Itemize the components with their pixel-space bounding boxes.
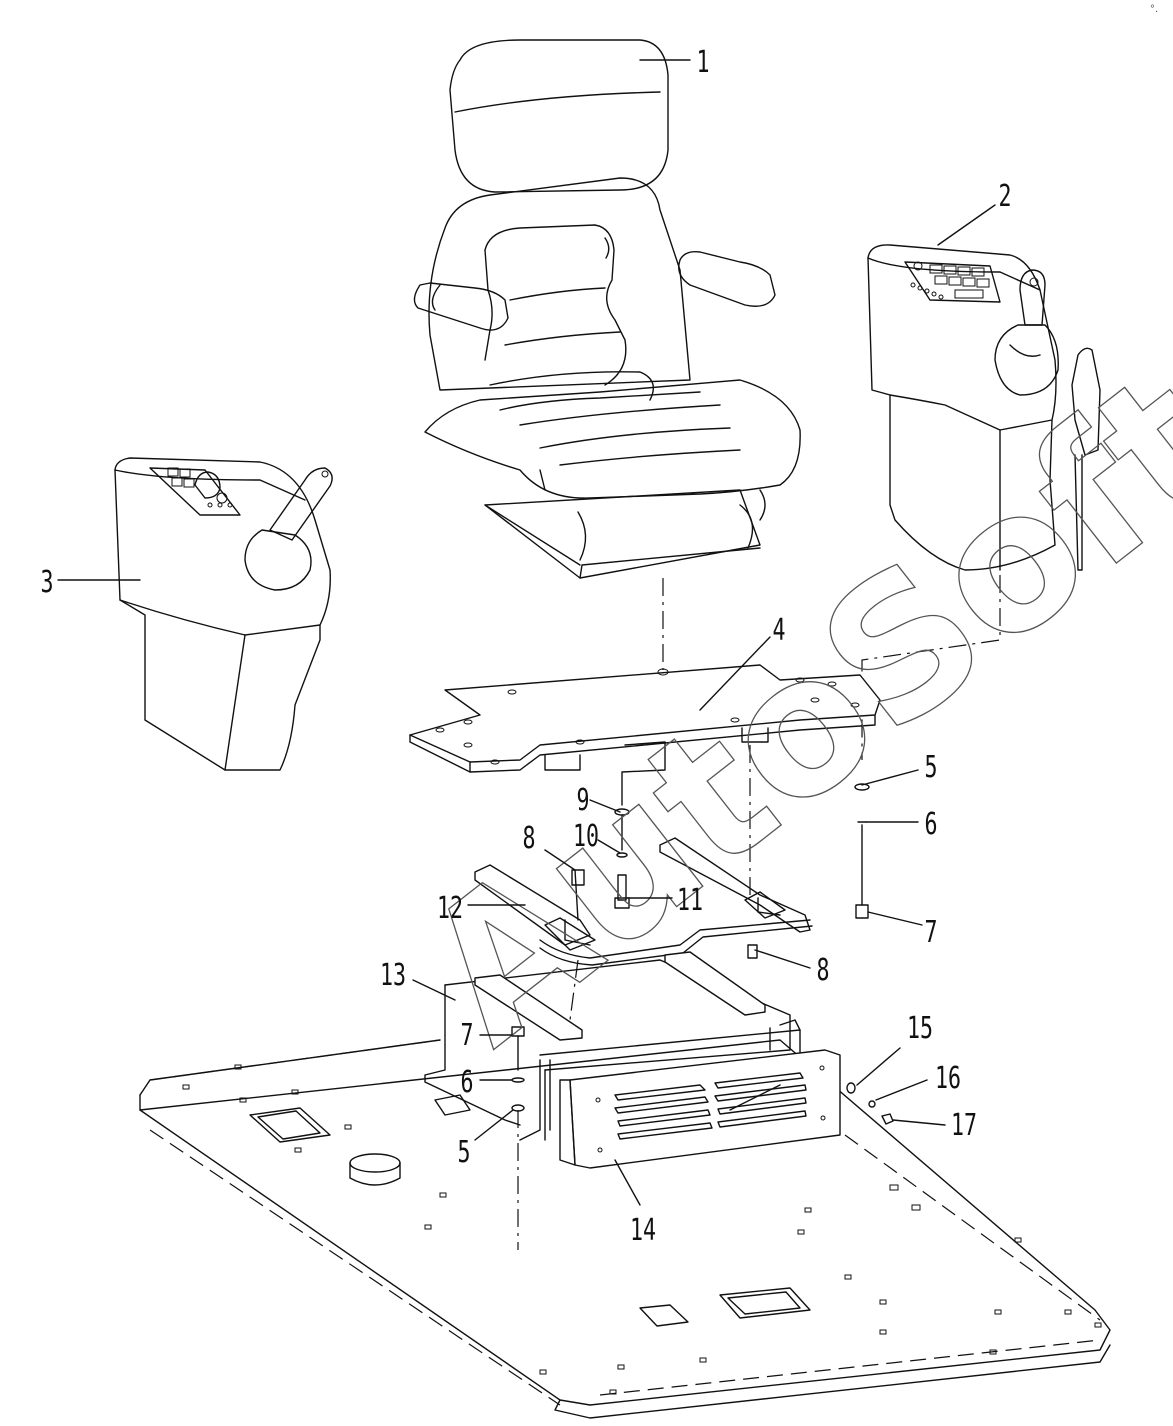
callout-6-left: 6 (461, 1066, 474, 1100)
seat-slide-rails (474, 837, 813, 1021)
callout-15: 15 (907, 1012, 933, 1046)
corner-mark: °. (1150, 4, 1158, 15)
fasteners-right (854, 783, 870, 919)
callout-3: 3 (41, 566, 54, 600)
left-control-console (114, 457, 333, 771)
callout-8-left: 8 (523, 822, 536, 856)
callout-7-left: 7 (461, 1019, 474, 1053)
callout-9: 9 (577, 784, 590, 818)
callout-12: 12 (437, 892, 463, 926)
grille-fasteners (846, 1082, 894, 1125)
callout-13: 13 (380, 959, 406, 993)
callout-5-left: 5 (458, 1136, 471, 1170)
callout-17: 17 (951, 1109, 977, 1143)
callout-5-right: 5 (925, 751, 938, 785)
mounting-plate (409, 664, 881, 806)
floor-plate (139, 1039, 1111, 1419)
callout-16: 16 (935, 1062, 961, 1096)
callout-1: 1 (697, 46, 710, 80)
callout-10: 10 (573, 820, 599, 854)
fasteners-center (614, 745, 751, 909)
callout-7-right: 7 (925, 916, 938, 950)
operator-seat (413, 39, 801, 670)
callout-4: 4 (773, 614, 786, 648)
callout-11: 11 (677, 884, 703, 918)
leader-lines (57, 59, 996, 1206)
right-control-console (861, 244, 1101, 760)
callout-2: 2 (999, 180, 1012, 214)
seat-base-frame (424, 951, 801, 1250)
callout-6-right: 6 (925, 808, 938, 842)
callout-8-right: 8 (817, 954, 830, 988)
callout-14: 14 (630, 1214, 656, 1248)
callout-labels: 1 2 3 4 5 6 7 8 9 10 11 12 8 13 7 6 5 15… (41, 46, 1012, 1248)
vent-grille-panel (559, 1049, 841, 1169)
